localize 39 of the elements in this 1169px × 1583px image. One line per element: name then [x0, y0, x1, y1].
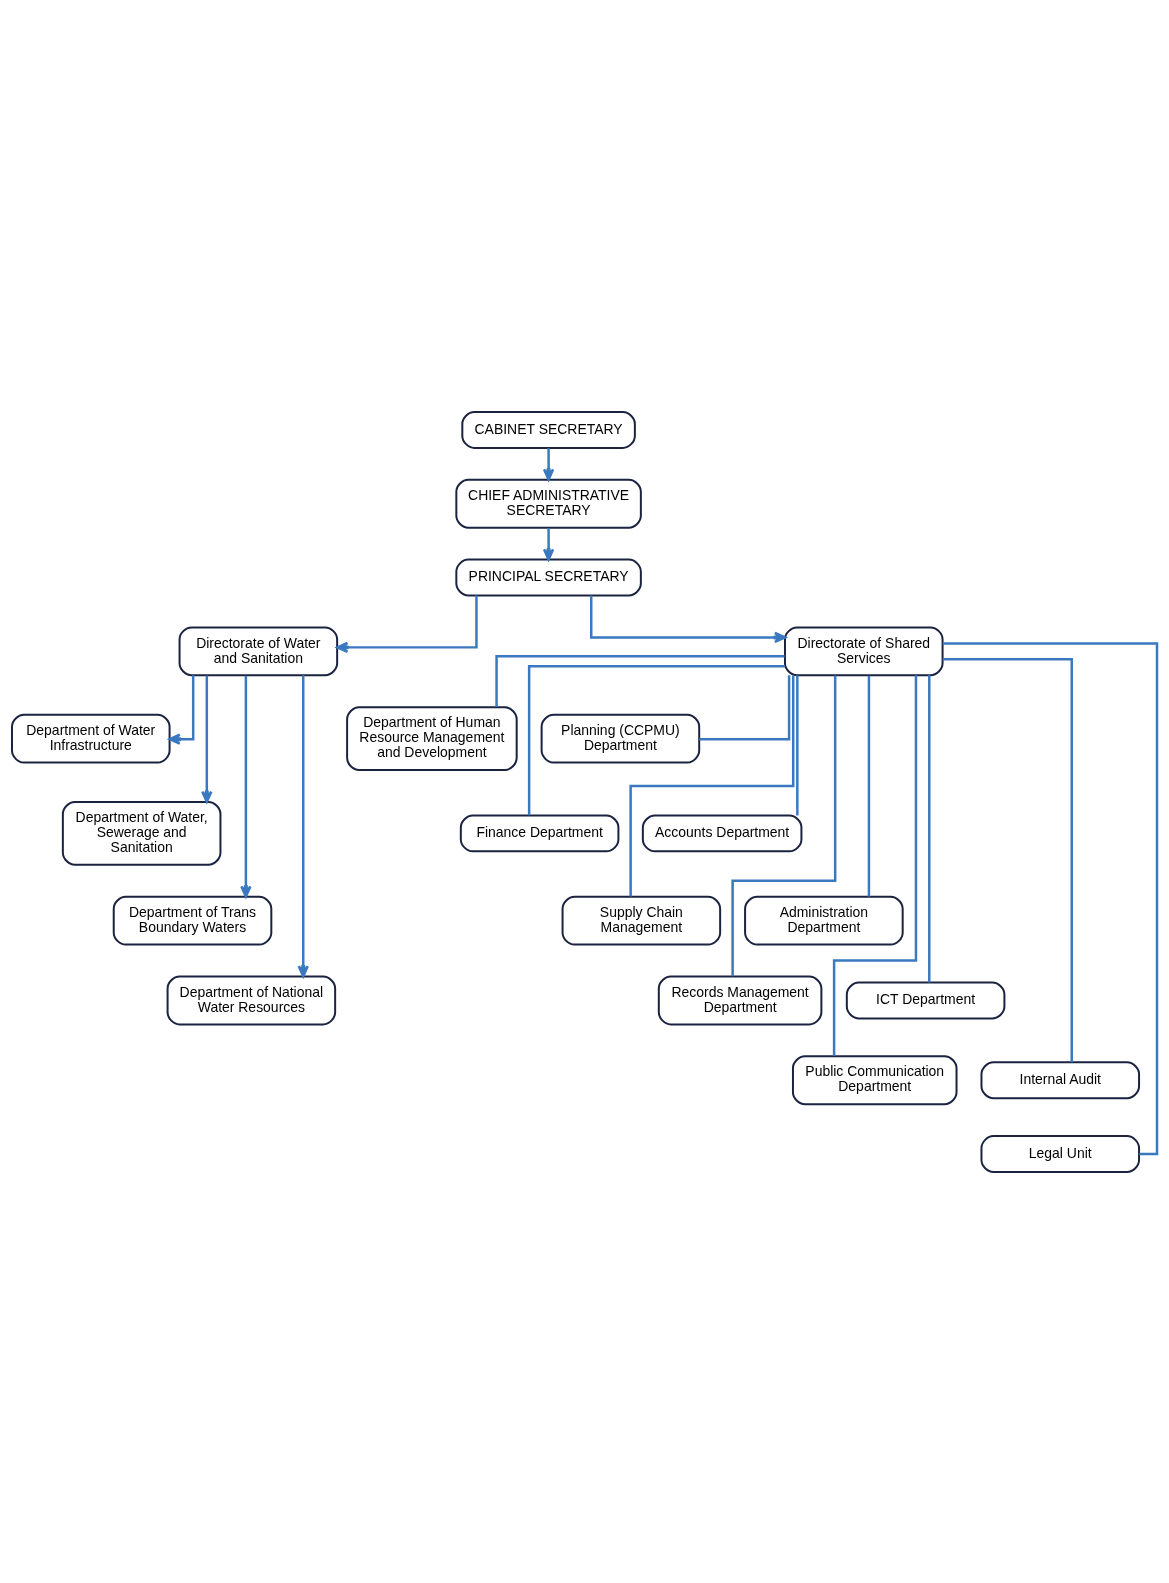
node-box: CHIEF ADMINISTRATIVE SECRETARY [455, 478, 642, 529]
connector [495, 654, 785, 707]
node-box: Department of National Water Resources [166, 975, 337, 1025]
node-box: Internal Audit [980, 1060, 1141, 1099]
node-box: PRINCIPAL SECRETARY [455, 558, 642, 596]
connector [699, 674, 791, 740]
arrow [240, 675, 252, 898]
arrow [542, 447, 555, 481]
node-box: Accounts Department [641, 813, 803, 852]
connector [928, 674, 931, 982]
node-box: Administration Department [744, 895, 904, 946]
connector [527, 664, 785, 815]
arrow [297, 674, 309, 978]
arrow [590, 595, 787, 643]
node-box: Directorate of Water and Sanitation [178, 625, 339, 676]
node-box: Department of Human Resource Management and Development [346, 705, 518, 771]
node-box: Department of Water Infrastructure [11, 713, 171, 764]
connector [942, 641, 1159, 1155]
node-box: Department of Water, Sewerage and Sanitation [61, 800, 222, 866]
connector [832, 674, 918, 1056]
node-box: ICT Department [845, 981, 1006, 1019]
node-box: CABINET SECRETARY [461, 410, 636, 449]
connector [942, 657, 1073, 1062]
arrow [168, 674, 195, 745]
connector [796, 675, 799, 815]
node-box: Records Management Department [657, 975, 823, 1025]
connector [731, 675, 837, 976]
connector [867, 675, 871, 897]
arrow [201, 675, 213, 803]
arrow [542, 527, 555, 561]
node-box: Supply Chain Management [561, 895, 722, 946]
node-box: Directorate of Shared Services [784, 625, 944, 676]
connector [629, 674, 795, 897]
node-box: Planning (CCPMU) Department [540, 713, 701, 764]
arrow [336, 595, 478, 653]
node-box: Public Communication Department [791, 1054, 958, 1105]
node-box: Finance Department [459, 813, 620, 852]
node-box: Legal Unit [980, 1134, 1141, 1173]
node-box: Department of Trans Boundary Waters [112, 895, 273, 946]
